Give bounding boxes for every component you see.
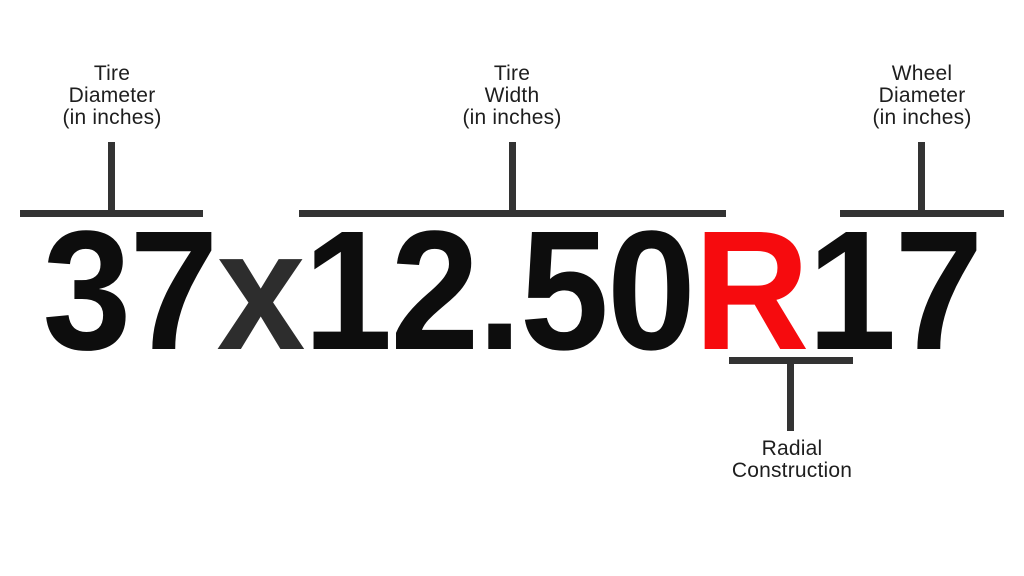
tire-width-label-line-2: Width xyxy=(484,84,540,107)
tire-diameter-label-line-2: Diameter xyxy=(68,84,156,107)
tire-width-label: Tire Width (in inches) xyxy=(420,63,604,129)
tire-size-text: 37x12.50R17 xyxy=(31,206,994,376)
wheel-diameter-label-line-1: Wheel xyxy=(891,62,953,85)
wheel-diameter-value: 17 xyxy=(807,196,984,386)
wheel-diameter-pointer-stem xyxy=(918,142,925,210)
tire-diameter-label-line-1: Tire xyxy=(93,62,131,85)
radial-pointer-stem xyxy=(787,357,794,431)
wheel-diameter-bracket-bar xyxy=(840,210,1004,217)
radial-construction-label: Radial Construction xyxy=(700,438,884,482)
wheel-diameter-label-line-3: (in inches) xyxy=(872,106,972,129)
tire-width-value: 12.50 xyxy=(303,196,695,386)
radial-label-line-1: Radial xyxy=(761,437,823,460)
tire-width-label-line-1: Tire xyxy=(493,62,531,85)
wheel-diameter-label-line-2: Diameter xyxy=(878,84,966,107)
tire-width-bracket-bar xyxy=(299,210,726,217)
size-separator-x: x xyxy=(216,196,305,386)
tire-width-label-line-3: (in inches) xyxy=(462,106,562,129)
tire-diameter-label: Tire Diameter (in inches) xyxy=(20,63,204,129)
wheel-diameter-label: Wheel Diameter (in inches) xyxy=(830,63,1014,129)
radial-label-line-2: Construction xyxy=(731,459,853,482)
radial-construction-letter: R xyxy=(693,196,809,386)
tire-width-pointer-stem xyxy=(509,142,516,210)
tire-diameter-bracket-bar xyxy=(20,210,203,217)
tire-diameter-pointer-stem xyxy=(108,142,115,210)
tire-diameter-value: 37 xyxy=(42,196,218,386)
tire-diameter-label-line-3: (in inches) xyxy=(62,106,162,129)
